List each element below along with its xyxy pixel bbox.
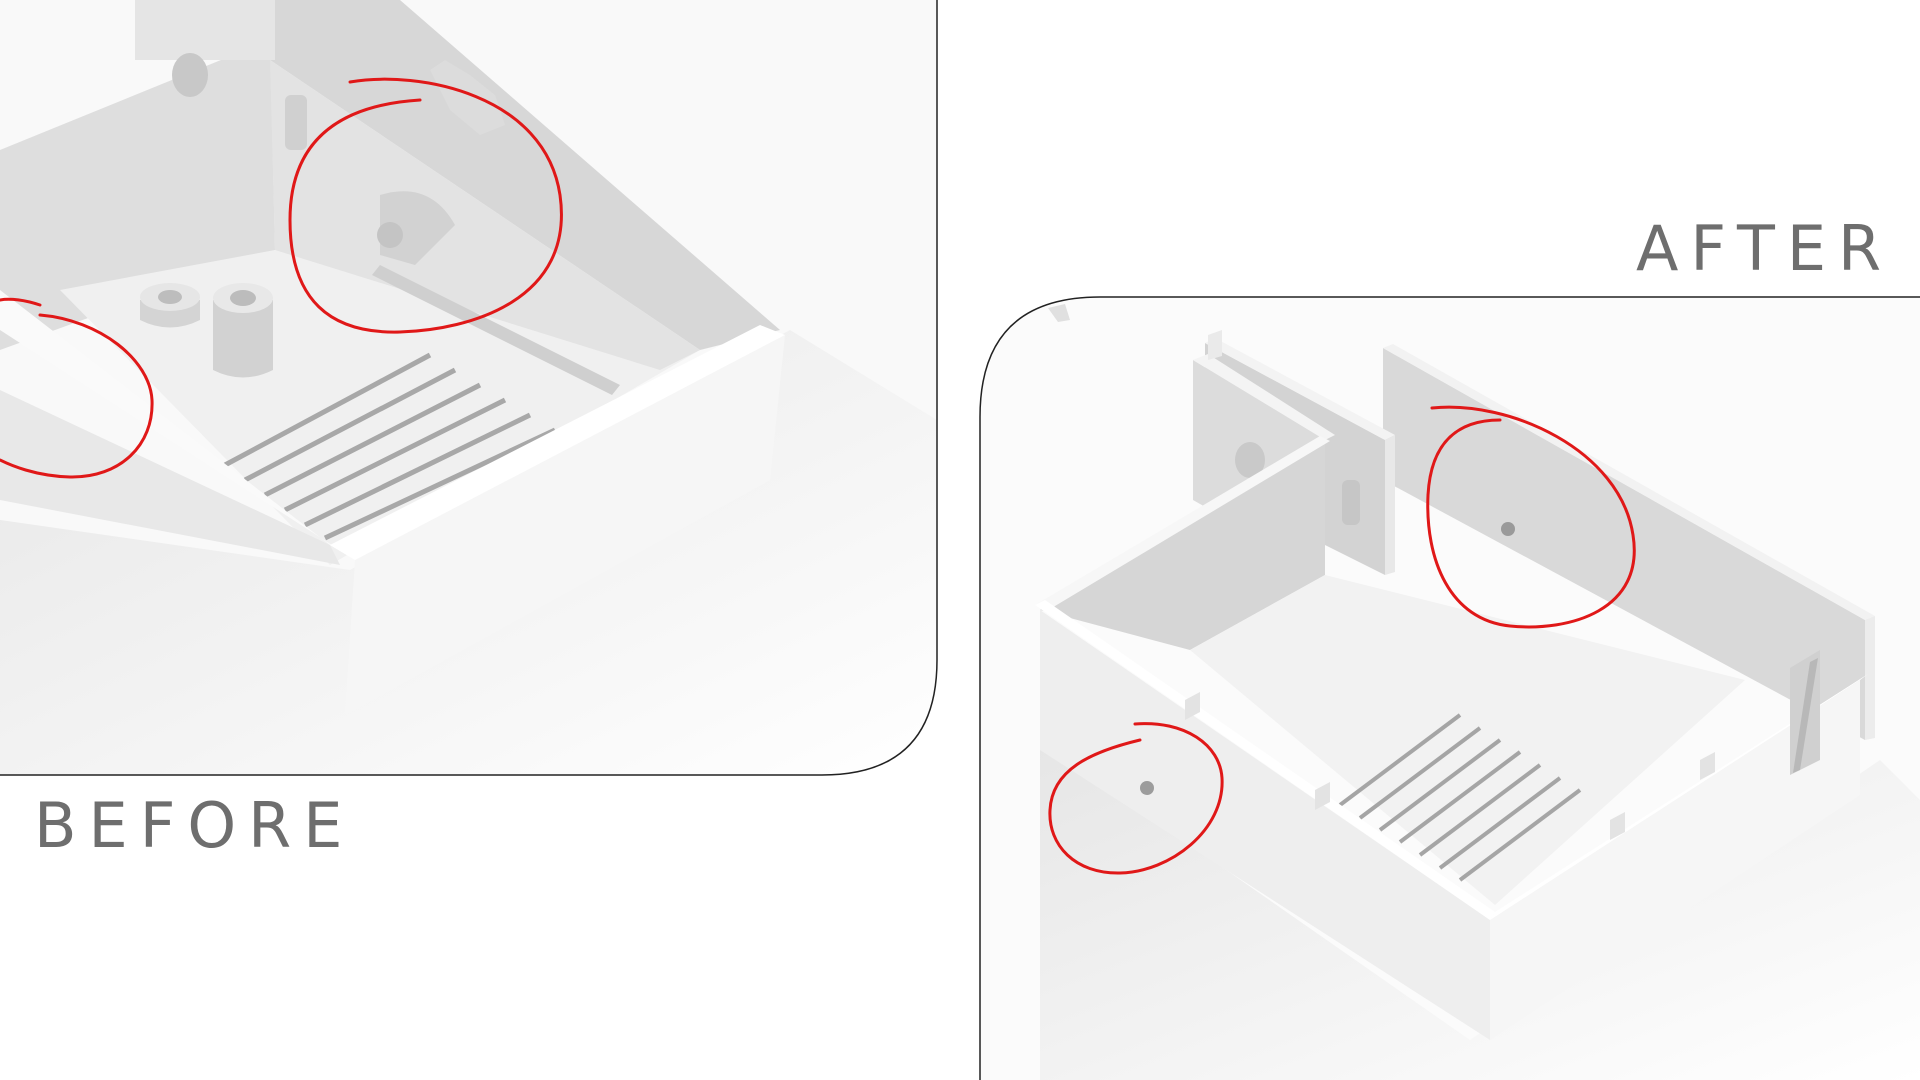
before-quarter-boss — [380, 191, 455, 265]
before-front-left-wall — [0, 350, 340, 565]
after-render — [1035, 304, 1920, 1080]
before-rail-groove — [372, 265, 620, 395]
after-front-left-rim — [1035, 600, 1495, 920]
after-top-fragment — [1048, 304, 1070, 322]
before-inner-right-wall — [270, 60, 700, 370]
before-front-right-wall — [345, 335, 785, 715]
after-annotation-circle-2[interactable] — [1048, 722, 1224, 875]
before-rim-top — [330, 325, 785, 560]
after-floor-vents — [1338, 713, 1582, 882]
before-boss-hole — [377, 222, 403, 248]
after-wall-notches — [1185, 692, 1715, 840]
before-render — [0, 0, 937, 775]
before-wall-clip — [285, 95, 307, 150]
after-front-right-rim — [1490, 674, 1868, 920]
after-middle-panel-edge — [1205, 338, 1395, 440]
after-back-panel-edge — [1383, 344, 1875, 620]
after-middle-panel-clip — [1342, 480, 1360, 525]
after-panel-border — [979, 296, 1920, 1080]
after-left-back-wall-top — [1193, 354, 1335, 440]
before-gear — [430, 60, 505, 135]
before-back-wall — [250, 0, 780, 350]
after-front-left-wall — [1040, 610, 1490, 1040]
after-annotation-circle-1[interactable] — [1426, 405, 1636, 629]
after-left-tab — [1208, 330, 1222, 360]
before-annotation-circle-1[interactable] — [288, 77, 563, 334]
after-left-side-wall — [1040, 440, 1325, 650]
after-middle-panel-side — [1385, 435, 1395, 575]
before-wall-hole — [172, 53, 208, 97]
after-back-panel — [1383, 348, 1865, 740]
after-front-right-wall — [1490, 680, 1860, 1040]
before-annotation-circle-2[interactable] — [0, 297, 154, 479]
after-label: AFTER — [1636, 212, 1894, 285]
after-box-floor — [1190, 575, 1745, 905]
after-left-side-wall-top — [1035, 436, 1330, 612]
before-panel — [0, 0, 938, 776]
after-back-panel-side — [1865, 616, 1875, 740]
before-label: BEFORE — [34, 789, 355, 862]
after-front-wall-hole — [1140, 781, 1154, 795]
after-floor-shadow — [1040, 740, 1920, 1080]
after-left-wall-hole — [1235, 442, 1265, 478]
after-panel — [979, 296, 1920, 1080]
before-posts — [140, 283, 273, 378]
after-back-panel-hole — [1501, 522, 1515, 536]
before-floor-vents — [223, 352, 557, 541]
before-panel-border — [0, 0, 938, 776]
after-right-corner-slot — [1793, 658, 1818, 773]
before-left-post — [135, 0, 275, 60]
